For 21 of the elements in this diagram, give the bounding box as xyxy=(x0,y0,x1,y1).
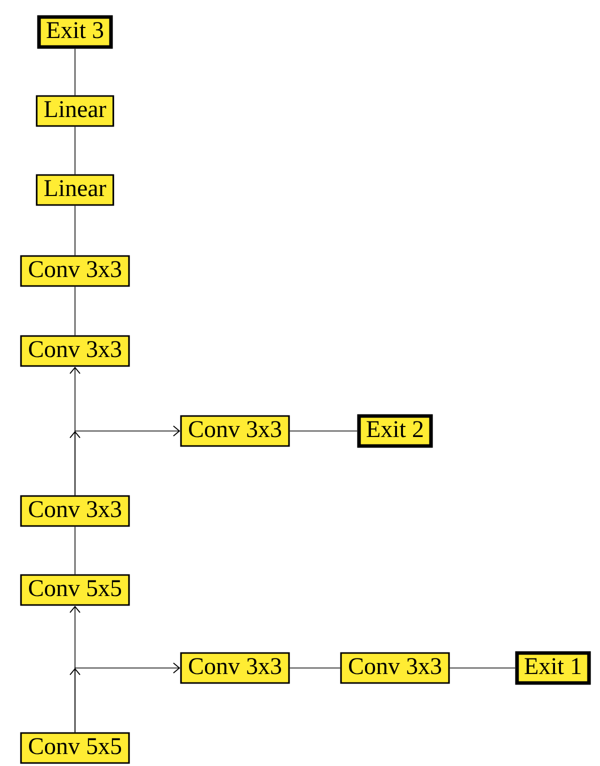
layer-box: Conv 3x3 xyxy=(180,652,290,684)
exit-box: Exit 2 xyxy=(357,414,433,448)
connector-line xyxy=(74,205,76,256)
exit-box: Exit 1 xyxy=(515,651,591,685)
connector-line xyxy=(289,430,358,432)
layer-box: Linear xyxy=(36,95,114,127)
connector-line xyxy=(74,286,76,336)
connector-line xyxy=(74,48,76,96)
layer-box: Conv 5x5 xyxy=(20,574,130,606)
layer-box: Conv 3x3 xyxy=(20,495,130,527)
layer-box: Conv 3x3 xyxy=(20,255,130,287)
connector-line xyxy=(74,526,76,575)
arrow xyxy=(74,662,180,733)
arrow xyxy=(74,426,180,496)
layer-box: Conv 3x3 xyxy=(180,415,290,447)
layer-box: Conv 3x3 xyxy=(340,652,450,684)
layer-box: Conv 3x3 xyxy=(20,335,130,367)
layer-box: Linear xyxy=(36,174,114,206)
connector-line xyxy=(74,126,76,175)
exit-box: Exit 3 xyxy=(37,15,113,49)
layer-box: Conv 5x5 xyxy=(20,732,130,764)
